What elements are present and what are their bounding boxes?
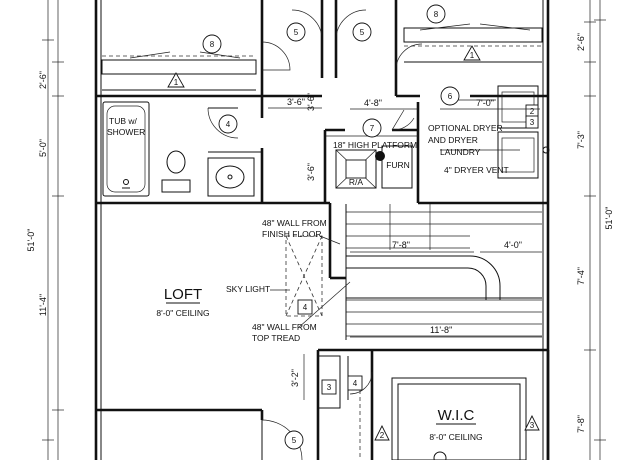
dim-hall-3-6c: 3'-6" — [306, 163, 316, 181]
dim-closet-4-8: 4'-8" — [364, 98, 382, 108]
svg-text:4: 4 — [303, 303, 308, 312]
dim-right-7-4: 7'-4" — [576, 267, 586, 285]
water-heater-icon — [375, 151, 385, 161]
svg-text:8: 8 — [434, 10, 439, 19]
fixture-tag-3: 3 — [321, 379, 337, 395]
fixture-tag-2: 2 — [525, 104, 539, 118]
room-label-tub-1: TUB w/ — [109, 116, 138, 126]
svg-text:3: 3 — [327, 383, 332, 392]
note-wall-tread-1: 48" WALL FROM — [252, 322, 317, 332]
note-sky-light: SKY LIGHT — [226, 284, 270, 294]
staircase — [345, 204, 542, 340]
dim-stair-4-0: 4'-0" — [504, 240, 522, 250]
dim-left-5-0: 5'-0" — [38, 139, 48, 157]
room-label-wic-ceiling: 8'-0" CEILING — [429, 432, 482, 442]
door-tag-4: 4 — [218, 114, 238, 134]
tub-drain-icon — [123, 179, 129, 185]
svg-text:1: 1 — [174, 78, 179, 87]
dim-closet-3-2: 3'-2" — [290, 369, 300, 387]
dim-stair-7-8: 7'-8" — [392, 240, 410, 250]
window-tag-1: 1 — [167, 72, 185, 88]
room-label-furn: FURN — [386, 160, 410, 170]
dim-hall-3-6a: 3'-6" — [287, 97, 305, 107]
svg-text:5: 5 — [360, 28, 365, 37]
tags-square: 2 3 3 4 4 — [297, 104, 539, 395]
room-label-tub-2: SHOWER — [107, 127, 145, 137]
furnace-closet — [326, 109, 418, 189]
svg-text:4: 4 — [353, 379, 358, 388]
door-tag-6: 6 — [440, 86, 460, 106]
toilet-icon — [166, 150, 186, 174]
skylight — [285, 235, 323, 317]
note-dryer-2: AND DRYER — [428, 135, 478, 145]
closet-shelf-right — [403, 23, 543, 63]
room-labels: TUB w/ SHOWER R/A FURN LOFT 8'-0" CEILIN… — [107, 116, 483, 442]
bathroom — [102, 101, 262, 197]
svg-text:3: 3 — [530, 118, 535, 127]
fixture-tag-3: 3 — [525, 115, 539, 129]
door-tag-5: 5 — [352, 22, 372, 42]
note-dryer-vent: 4" DRYER VENT — [444, 165, 509, 175]
shelf-tag-8: 8 — [202, 34, 222, 54]
notes: 18" HIGH PLATFORM OPTIONAL DRYER AND DRY… — [226, 123, 509, 343]
dimension-lines — [42, 0, 606, 460]
svg-text:8: 8 — [210, 40, 215, 49]
svg-text:3: 3 — [530, 421, 535, 430]
dim-right-overall: 51'-0" — [604, 207, 614, 230]
dim-left-overall: 51'-0" — [26, 229, 36, 252]
dimension-texts: 2'-6" 5'-0" 51'-0" 11'-4" 2'-6" 7'-3" 51… — [26, 33, 614, 433]
svg-text:4: 4 — [226, 120, 231, 129]
note-wall-tread-2: TOP TREAD — [252, 333, 300, 343]
washer-icon — [497, 131, 539, 179]
tags-circle: 5 5 5 8 8 4 6 7 — [202, 4, 460, 450]
fixture-tag-4: 4 — [347, 375, 363, 391]
note-dryer-1: OPTIONAL DRYER — [428, 123, 503, 133]
dim-left-2-6: 2'-6" — [38, 71, 48, 89]
window-tag-2: 2 — [374, 424, 390, 441]
room-label-ra: R/A — [349, 177, 364, 187]
dim-stair-11-8: 11'-8" — [430, 325, 452, 335]
door-tag-7: 7 — [362, 118, 382, 138]
svg-text:5: 5 — [292, 436, 297, 445]
shelf-tag-8: 8 — [426, 4, 446, 24]
svg-text:5: 5 — [294, 28, 299, 37]
note-platform: 18" HIGH PLATFORM — [333, 140, 417, 150]
closet-shelf-left — [101, 51, 257, 91]
dim-right-2-6: 2'-6" — [576, 33, 586, 51]
room-label-wic: W.I.C — [438, 407, 475, 424]
dim-right-7-3: 7'-3" — [576, 131, 586, 149]
note-wall-floor-2: FINISH FLOOR — [262, 229, 322, 239]
fixture-tag-4: 4 — [297, 299, 313, 315]
bathtub — [102, 101, 150, 197]
door-swings-top — [261, 9, 423, 71]
dim-left-11-4: 11'-4" — [38, 294, 48, 316]
svg-text:1: 1 — [470, 51, 475, 60]
door-tag-5: 5 — [286, 22, 306, 42]
room-label-loft: LOFT — [164, 286, 202, 303]
svg-text:2: 2 — [530, 107, 535, 116]
stair-treads — [346, 204, 542, 337]
svg-text:2: 2 — [380, 431, 385, 440]
note-dryer-3: LAUNDRY — [440, 147, 481, 157]
dim-hall-3-6b: 3'-6" — [306, 93, 316, 111]
dim-laundry-7-0: 7'-0" — [476, 98, 494, 108]
door-tag-5: 5 — [284, 430, 304, 450]
dim-right-7-8: 7'-8" — [576, 415, 586, 433]
sink-icon — [207, 157, 255, 197]
room-label-loft-ceiling: 8'-0" CEILING — [156, 308, 209, 318]
svg-text:7: 7 — [370, 124, 375, 133]
window-tag-3: 3 — [524, 414, 540, 431]
window-tag-1: 1 — [463, 45, 481, 61]
svg-text:6: 6 — [448, 92, 453, 101]
note-wall-floor-1: 48" WALL FROM — [262, 218, 327, 228]
tags-triangle: 1 1 2 3 — [167, 45, 540, 441]
